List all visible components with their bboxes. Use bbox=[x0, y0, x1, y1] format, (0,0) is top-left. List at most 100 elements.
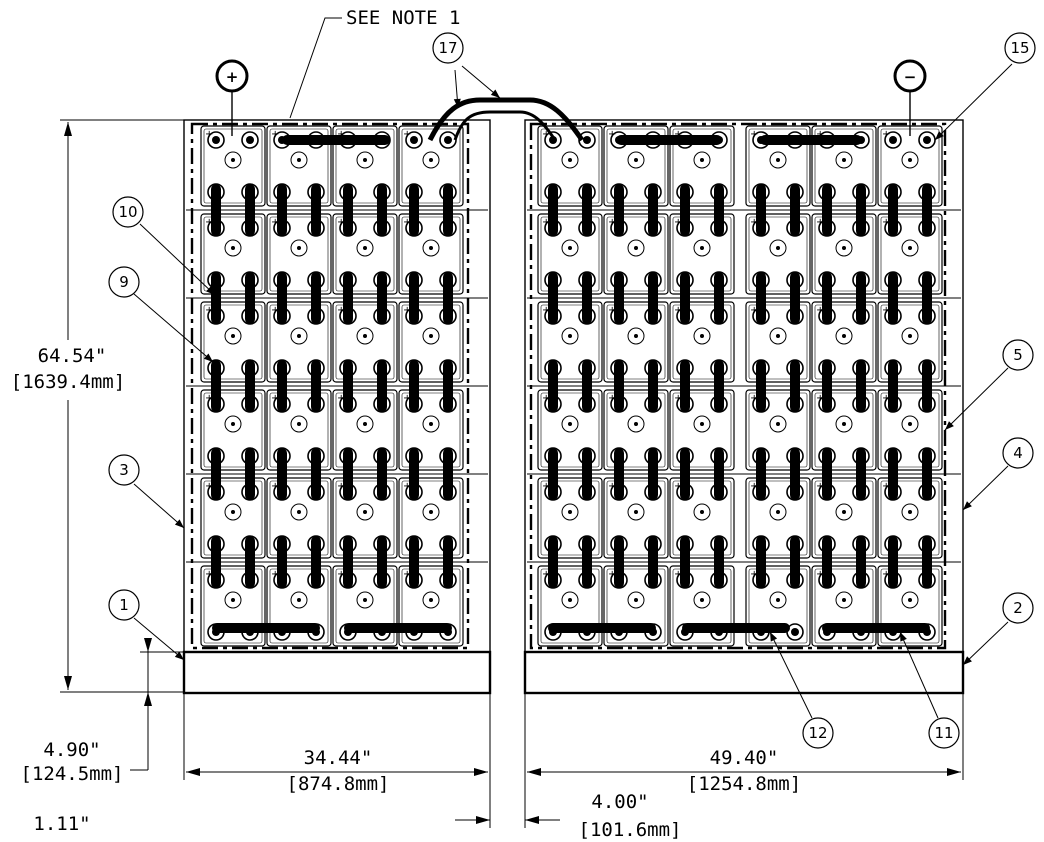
battery-jar: + bbox=[603, 301, 669, 383]
positive-terminal-symbol: + bbox=[215, 59, 249, 136]
svg-text:+: + bbox=[403, 305, 411, 316]
battery-jar: + bbox=[537, 565, 603, 647]
left-width-dim-inches: 34.44" bbox=[304, 747, 373, 769]
intertier-connector bbox=[790, 184, 800, 236]
svg-text:+: + bbox=[337, 129, 345, 140]
intertier-connector bbox=[614, 272, 624, 324]
right-width-dim-mm: [1254.8mm] bbox=[687, 773, 801, 795]
svg-text:+: + bbox=[205, 481, 213, 492]
balloon-9: 9 bbox=[108, 266, 214, 363]
intertier-connector bbox=[822, 272, 832, 324]
intercell-connector bbox=[344, 623, 452, 633]
battery-jar: + bbox=[266, 389, 332, 471]
intertier-connector bbox=[245, 272, 255, 324]
battery-jar: + bbox=[603, 213, 669, 295]
negative-terminal-symbol: − bbox=[893, 59, 927, 136]
intertier-connector bbox=[409, 448, 419, 500]
intertier-connector bbox=[790, 360, 800, 412]
intertier-connector bbox=[548, 360, 558, 412]
svg-text:+: + bbox=[403, 569, 411, 580]
intertier-connector bbox=[548, 536, 558, 588]
intertier-connector bbox=[714, 448, 724, 500]
intertier-connector bbox=[582, 184, 592, 236]
intertier-connector bbox=[377, 536, 387, 588]
battery-jar: + bbox=[669, 213, 735, 295]
svg-text:+: + bbox=[271, 129, 279, 140]
svg-text:+: + bbox=[750, 305, 758, 316]
intertier-connector bbox=[582, 448, 592, 500]
battery-jar: + bbox=[745, 301, 811, 383]
svg-text:+: + bbox=[542, 569, 550, 580]
intertier-connector bbox=[377, 360, 387, 412]
intertier-connector bbox=[311, 272, 321, 324]
svg-text:+: + bbox=[750, 393, 758, 404]
battery-jar: + bbox=[745, 565, 811, 647]
intertier-connector bbox=[922, 184, 932, 236]
inter-rack-cable bbox=[427, 97, 585, 142]
intertier-connector bbox=[856, 272, 866, 324]
svg-text:+: + bbox=[750, 481, 758, 492]
intertier-connector bbox=[211, 184, 221, 236]
battery-jar: + bbox=[266, 301, 332, 383]
intertier-connector bbox=[343, 184, 353, 236]
intertier-connector bbox=[888, 184, 898, 236]
intertier-connector bbox=[409, 184, 419, 236]
svg-text:+: + bbox=[882, 481, 890, 492]
svg-text:+: + bbox=[205, 217, 213, 228]
positive-symbol-label: + bbox=[226, 68, 239, 86]
intercell-connector bbox=[682, 623, 790, 633]
battery-jar: + bbox=[877, 389, 943, 471]
battery-jar: + bbox=[332, 301, 398, 383]
base-dim-inches: 4.90" bbox=[43, 739, 100, 761]
right-rack-base bbox=[523, 650, 965, 695]
svg-text:+: + bbox=[608, 217, 616, 228]
svg-text:+: + bbox=[337, 569, 345, 580]
intertier-connector bbox=[822, 536, 832, 588]
svg-text:+: + bbox=[882, 393, 890, 404]
intertier-connector bbox=[790, 272, 800, 324]
intertier-connector bbox=[211, 360, 221, 412]
svg-text:+: + bbox=[271, 217, 279, 228]
intertier-connector bbox=[614, 360, 624, 412]
svg-text:+: + bbox=[205, 393, 213, 404]
intertier-connector bbox=[211, 448, 221, 500]
battery-jar: + bbox=[811, 389, 877, 471]
intertier-connector bbox=[888, 360, 898, 412]
balloon-label: 2 bbox=[1013, 599, 1023, 617]
intertier-connector bbox=[548, 448, 558, 500]
battery-jar: + bbox=[745, 213, 811, 295]
intertier-connector bbox=[856, 360, 866, 412]
svg-text:+: + bbox=[337, 393, 345, 404]
svg-text:+: + bbox=[816, 393, 824, 404]
svg-text:+: + bbox=[608, 481, 616, 492]
bottom-dim-inches: 1.11" bbox=[33, 813, 90, 835]
svg-text:+: + bbox=[882, 305, 890, 316]
battery-jar: + bbox=[811, 301, 877, 383]
intertier-connector bbox=[888, 448, 898, 500]
svg-text:+: + bbox=[816, 129, 824, 140]
svg-text:+: + bbox=[750, 129, 758, 140]
height-dim-mm: [1639.4mm] bbox=[11, 371, 125, 393]
balloon-12: 12 bbox=[769, 631, 834, 749]
svg-text:+: + bbox=[816, 481, 824, 492]
left-rack-base bbox=[182, 650, 492, 695]
intercell-connector bbox=[548, 623, 656, 633]
svg-text:+: + bbox=[608, 393, 616, 404]
intertier-connector bbox=[714, 536, 724, 588]
intertier-connector bbox=[548, 272, 558, 324]
intertier-connector bbox=[922, 272, 932, 324]
battery-jar: + bbox=[811, 565, 877, 647]
svg-text:+: + bbox=[882, 569, 890, 580]
balloon-label: 15 bbox=[1010, 39, 1029, 57]
battery-jar: + bbox=[877, 301, 943, 383]
svg-text:+: + bbox=[674, 481, 682, 492]
svg-text:+: + bbox=[271, 481, 279, 492]
height-dim-inches: 64.54" bbox=[38, 345, 107, 367]
battery-jar: + bbox=[811, 477, 877, 559]
svg-text:+: + bbox=[542, 129, 550, 140]
battery-jar: + bbox=[200, 477, 266, 559]
svg-text:+: + bbox=[750, 569, 758, 580]
intercell-connector bbox=[212, 623, 320, 633]
battery-jar: + bbox=[877, 477, 943, 559]
intertier-connector bbox=[922, 448, 932, 500]
